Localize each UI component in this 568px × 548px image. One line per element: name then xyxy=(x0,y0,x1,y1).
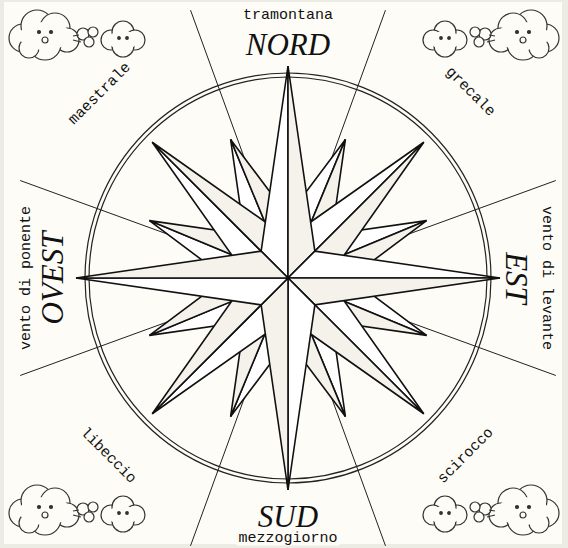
wind-cloud xyxy=(423,21,467,57)
wind-name: tramontana xyxy=(241,8,335,23)
cardinal-point xyxy=(76,251,288,278)
cardinal-point xyxy=(261,66,288,278)
cardinal-label: NORD xyxy=(243,29,333,60)
cardinal-point xyxy=(288,66,315,278)
wind-cloud xyxy=(9,485,145,535)
cardinal-point xyxy=(76,278,288,305)
wind-name: vento di ponente xyxy=(19,204,34,352)
cardinal-label: SUD xyxy=(255,501,321,532)
wind-cloud xyxy=(101,496,145,532)
cardinal-point xyxy=(261,278,288,490)
wind-cloud xyxy=(423,485,559,535)
cardinal-label: EST xyxy=(501,249,532,307)
cardinal-point xyxy=(288,251,500,278)
cardinal-point xyxy=(288,278,315,490)
wind-cloud xyxy=(423,496,467,532)
wind-cloud xyxy=(9,10,145,60)
wind-name: mezzogiorno xyxy=(236,531,339,546)
cardinal-point xyxy=(288,278,500,305)
wind-name: vento di levante xyxy=(539,204,554,352)
wind-cloud xyxy=(101,21,145,57)
cardinal-label: OVEST xyxy=(37,229,68,328)
wind-cloud xyxy=(423,10,559,60)
